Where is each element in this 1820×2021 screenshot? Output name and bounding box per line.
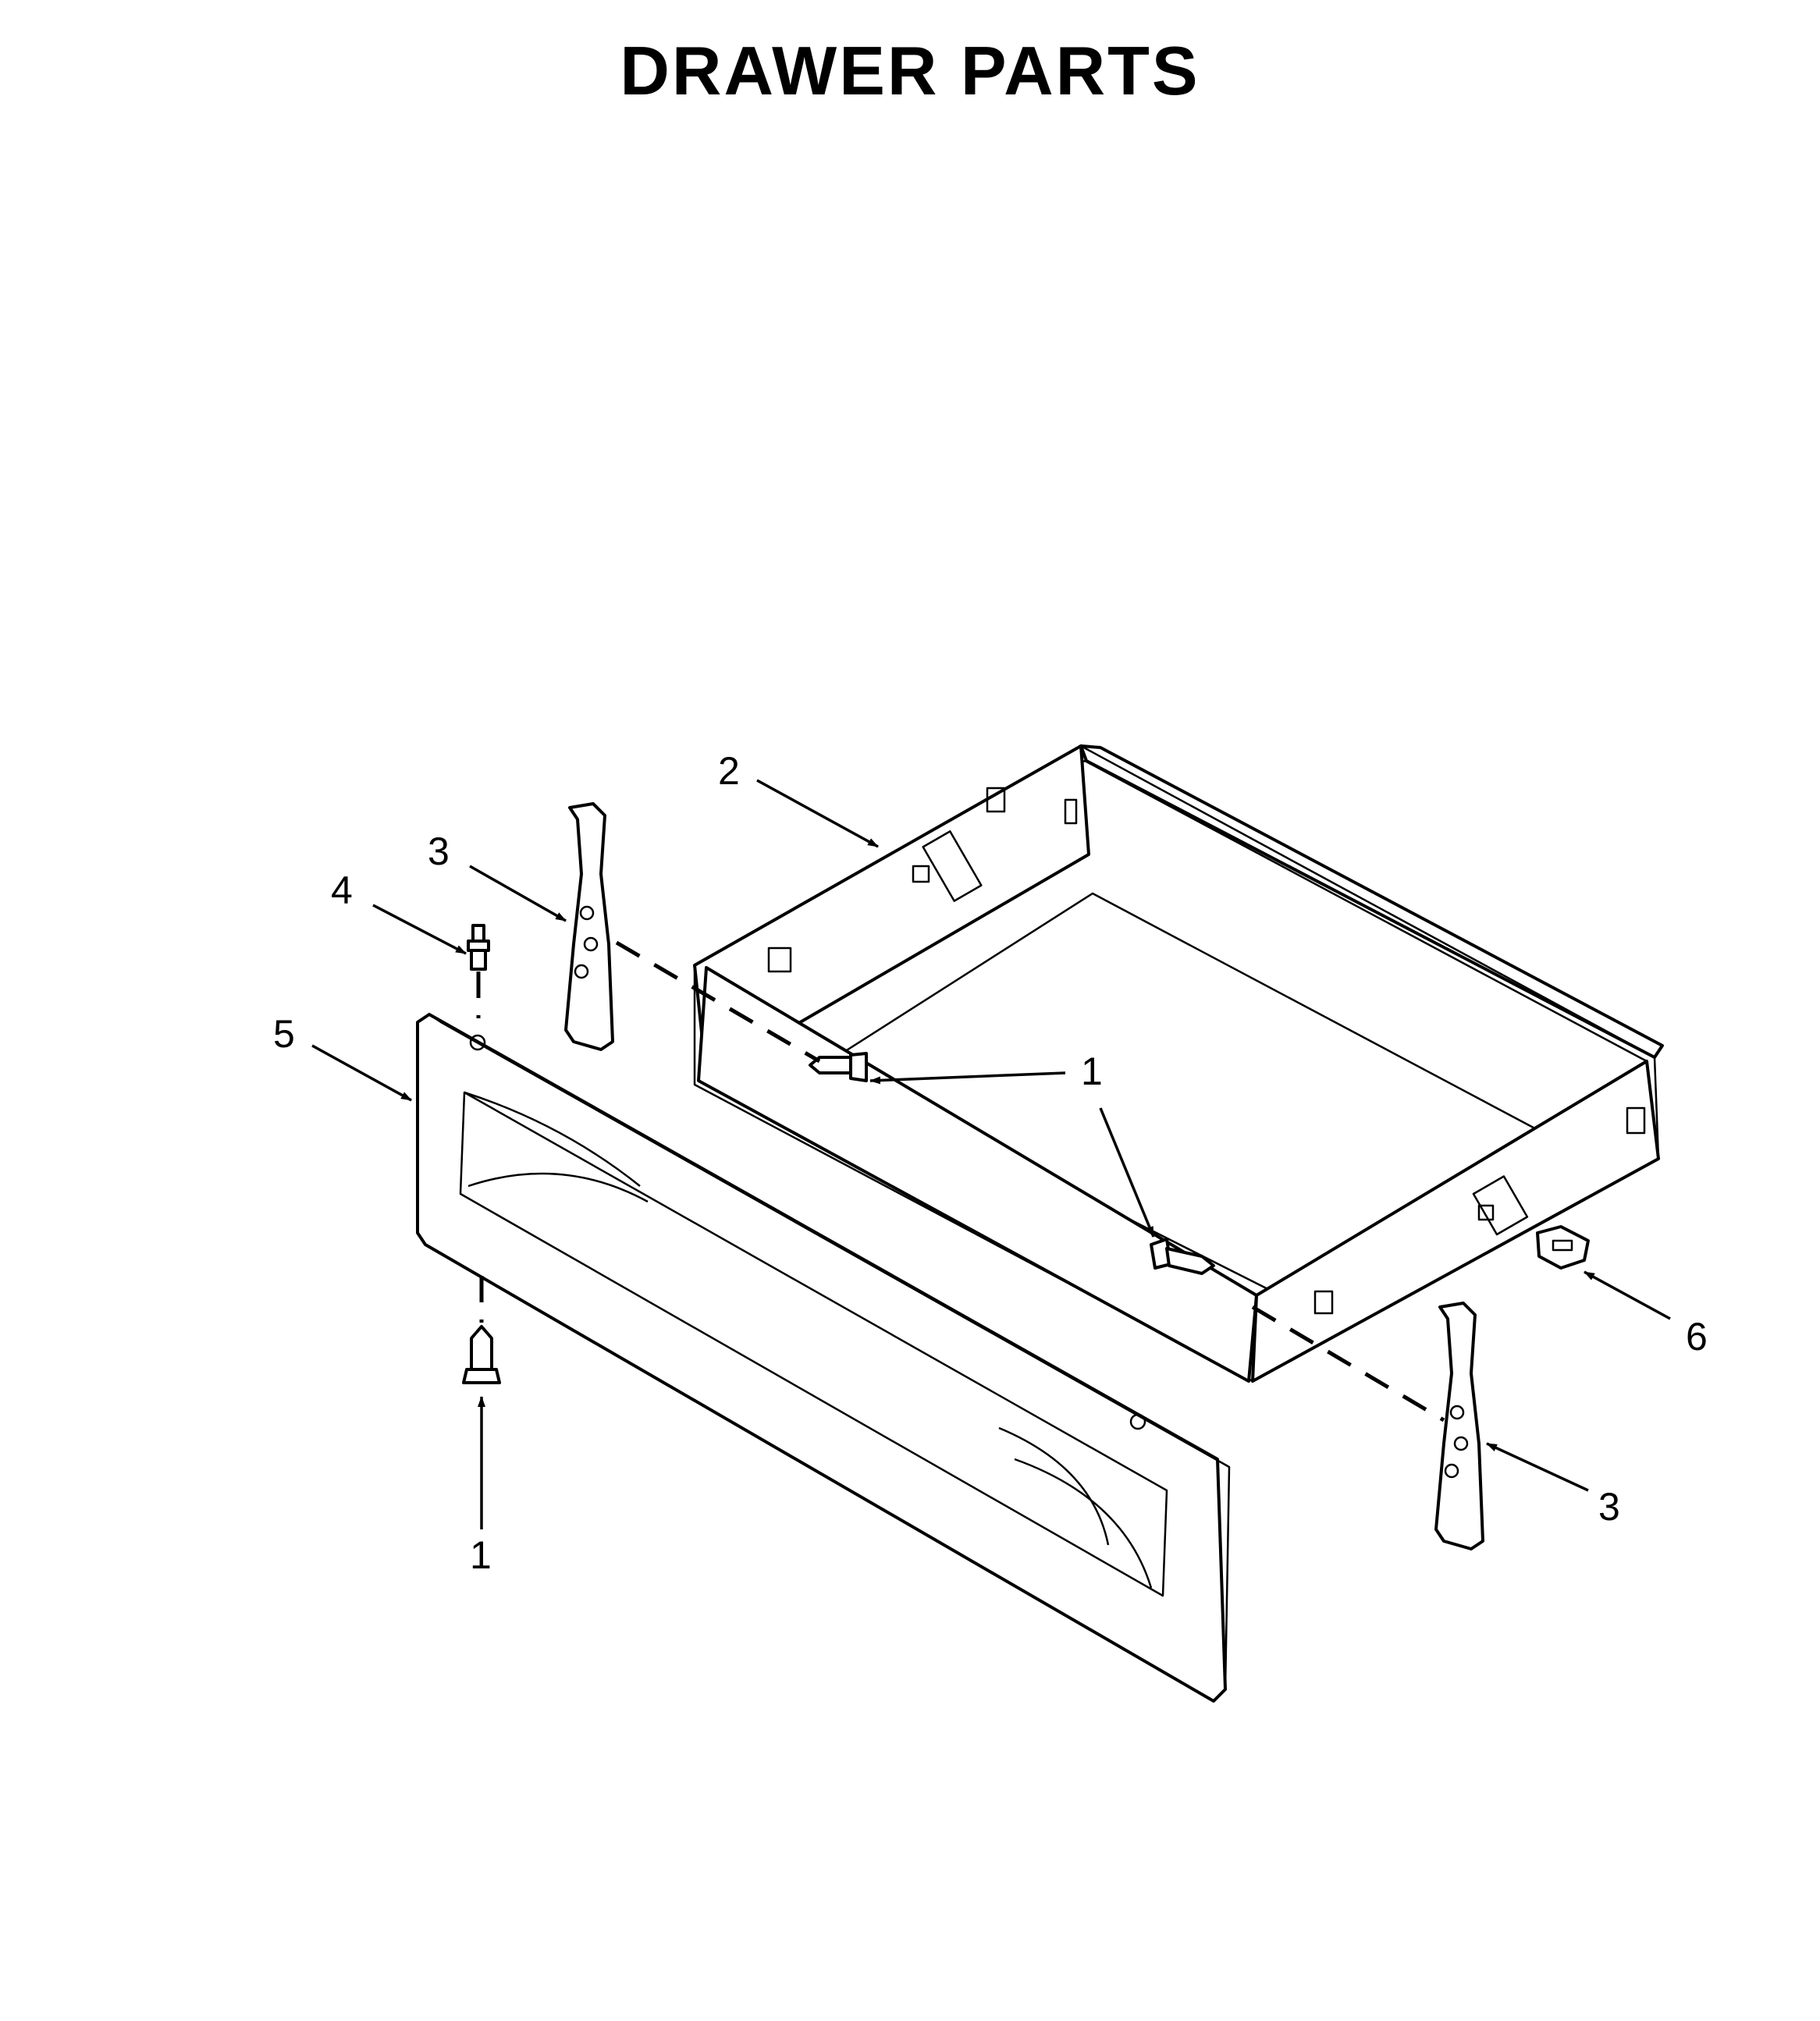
stud[interactable] [467,924,490,971]
callout-2: 2 [718,749,740,793]
callout-4: 4 [331,868,353,912]
drawer-panel[interactable] [416,1013,1231,1703]
page-title: DRAWER PARTS [620,32,1200,109]
callout-5: 5 [273,1012,295,1056]
callout-6: 6 [1686,1315,1708,1359]
leader-4 [372,904,467,955]
leader-2 [756,779,879,848]
bracket[interactable] [1536,1225,1590,1270]
leader-1-rear [869,1071,1066,1085]
assembly-line-left [615,940,821,1064]
leader-5 [311,1044,412,1102]
callout-3-left: 3 [428,829,450,873]
fastener-bottom[interactable] [462,1325,501,1384]
slide-left[interactable] [564,802,614,1051]
callout-1-bottom: 1 [470,1533,492,1577]
leader-1-front [1099,1107,1155,1238]
fastener-front[interactable] [1150,1238,1215,1275]
assembly-line-right [1251,1305,1445,1423]
drawer-body[interactable] [693,744,1664,1383]
leader-6 [1584,1270,1671,1320]
leader-3-right [1486,1442,1589,1492]
callout-1-rear: 1 [1081,1050,1103,1093]
fastener-rear[interactable] [809,1052,868,1082]
callout-3-right: 3 [1598,1485,1620,1529]
leader-3-left [469,865,567,922]
slide-right[interactable] [1434,1302,1484,1550]
